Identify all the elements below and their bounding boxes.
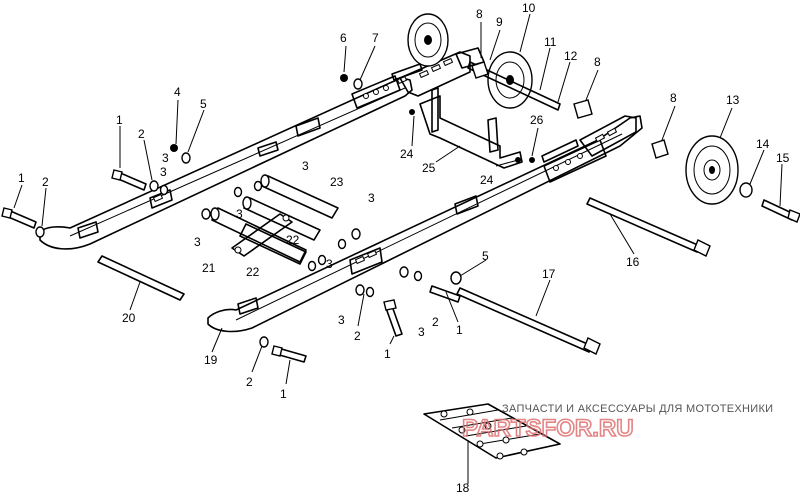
callout-2: 2: [354, 329, 361, 343]
callout-3: 3: [338, 313, 345, 327]
callout-17: 17: [542, 267, 556, 281]
callout-23: 23: [330, 175, 344, 189]
slide-strip: [97, 255, 185, 301]
watermark-text: ЗАПЧАСТИ И АКСЕССУАРЫ ДЛЯ МОТОТЕХНИКИ: [502, 403, 773, 415]
callout-2: 2: [432, 315, 439, 329]
callout-3: 3: [160, 165, 167, 179]
callout-1: 1: [18, 171, 25, 185]
callout-1: 1: [280, 387, 287, 401]
callout-6: 6: [340, 31, 347, 45]
callout-labels: 1 1 1 1 1 2 2 2 2 2 3 3 3 3 3 3 3 3 3 4 …: [18, 1, 790, 495]
callout-2: 2: [246, 375, 253, 389]
left-rail-rear: [399, 51, 471, 97]
callout-14: 14: [756, 137, 770, 151]
callout-8: 8: [476, 7, 483, 21]
callout-1: 1: [116, 113, 123, 127]
cross-shafts: [210, 174, 339, 265]
long-bolt-16: [586, 197, 711, 257]
callout-3: 3: [326, 257, 333, 271]
left-slide-rail: [39, 75, 413, 250]
callout-5: 5: [200, 97, 207, 111]
callout-13: 13: [726, 93, 740, 107]
callout-7: 7: [372, 31, 379, 45]
watermark-logo: PARTSFOR.RU: [462, 415, 634, 442]
callout-3: 3: [194, 235, 201, 249]
rear-arm-assembly: [419, 87, 523, 169]
right-slide-rail: [149, 115, 643, 333]
callout-22: 22: [246, 265, 260, 279]
callout-3: 3: [418, 325, 425, 339]
callout-22: 22: [286, 233, 300, 247]
callout-24: 24: [480, 173, 494, 187]
watermark: ЗАПЧАСТИ И АКСЕССУАРЫ ДЛЯ МОТОТЕХНИКИ PA…: [461, 403, 773, 443]
callout-21: 21: [202, 261, 216, 275]
callout-10: 10: [522, 1, 536, 15]
callout-3: 3: [236, 207, 243, 221]
callout-19: 19: [204, 353, 218, 367]
callout-26: 26: [530, 113, 544, 127]
bracket-arm: [231, 213, 293, 257]
callout-2: 2: [138, 127, 145, 141]
callout-11: 11: [544, 35, 557, 49]
callout-8: 8: [670, 91, 677, 105]
callout-25: 25: [422, 161, 436, 175]
idler-wheel-10: [407, 13, 449, 67]
callout-20: 20: [122, 311, 136, 325]
callout-8: 8: [594, 55, 601, 69]
callout-1: 1: [456, 323, 463, 337]
fasteners: [1, 63, 800, 363]
callout-12: 12: [564, 49, 578, 63]
idler-wheel-13: [685, 135, 739, 205]
callout-9: 9: [496, 15, 503, 29]
long-bolt-17: [456, 287, 601, 355]
callout-3: 3: [368, 191, 375, 205]
callout-3: 3: [162, 151, 169, 165]
callout-4: 4: [174, 85, 181, 99]
callout-5: 5: [482, 249, 489, 263]
callout-18: 18: [456, 481, 470, 495]
callout-15: 15: [776, 151, 790, 165]
callout-24: 24: [400, 147, 414, 161]
leader-lines: [13, 13, 783, 484]
callout-2: 2: [42, 175, 49, 189]
spacer-8: [471, 61, 669, 159]
callout-1: 1: [384, 347, 391, 361]
callout-16: 16: [626, 255, 640, 269]
track-clip-section: [423, 403, 561, 460]
callout-3: 3: [302, 159, 309, 173]
